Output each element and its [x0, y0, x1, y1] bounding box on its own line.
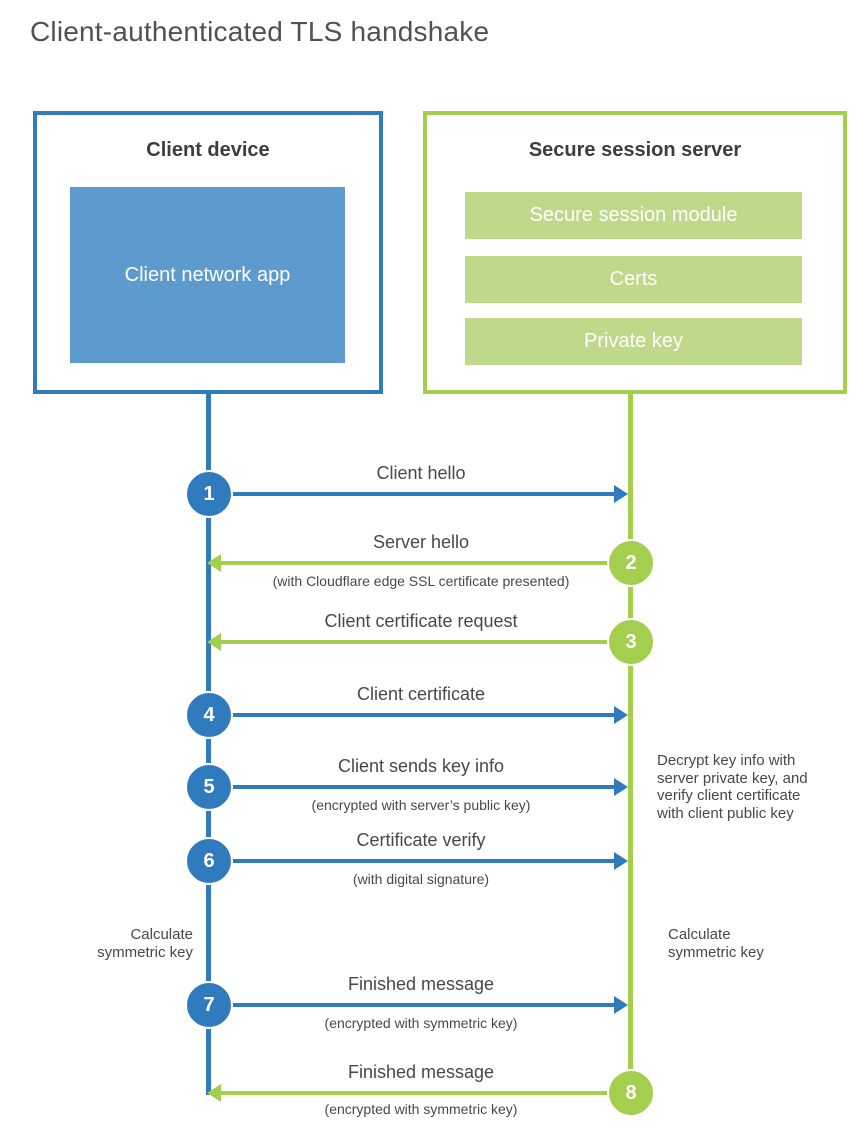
message-sublabel: (encrypted with symmetric key) [324, 1101, 518, 1117]
step-number: 1 [203, 482, 215, 505]
message-label: Client hello [376, 463, 466, 483]
message-label: Certificate verify [356, 830, 486, 850]
message-sublabel: (with Cloudflare edge SSL certificate pr… [272, 573, 570, 589]
message-arrow-line [211, 859, 616, 863]
message-arrow-line [221, 640, 628, 644]
message-label: Client certificate request [324, 611, 518, 631]
arrowhead-left-icon [207, 633, 221, 651]
message-label: Finished message [347, 974, 495, 994]
message-label: Client certificate [356, 684, 486, 704]
step-number: 8 [625, 1081, 637, 1104]
step-number: 5 [203, 775, 215, 798]
message-arrow-line [211, 713, 616, 717]
message-sublabel: (encrypted with server’s public key) [311, 797, 531, 813]
server-module-bar: Secure session module [465, 192, 802, 239]
page-title: Client-authenticated TLS handshake [30, 16, 490, 47]
message-label: Client sends key info [337, 756, 505, 776]
message-label: Finished message [347, 1062, 495, 1082]
step-circle-7: 7 [185, 981, 233, 1029]
arrowhead-right-icon [614, 852, 628, 870]
message-sublabel: (with digital signature) [352, 871, 490, 887]
step-circle-2: 2 [607, 539, 655, 587]
message-arrow-line [221, 561, 628, 565]
arrowhead-right-icon [614, 485, 628, 503]
step-circle-5: 5 [185, 763, 233, 811]
server-private-key-bar: Private key [465, 318, 802, 365]
step-number: 2 [625, 551, 637, 574]
message-arrow-line [211, 1003, 616, 1007]
server-box-title: Secure session server [528, 139, 742, 161]
arrowhead-right-icon [614, 996, 628, 1014]
message-label: Server hello [372, 532, 470, 552]
step-circle-1: 1 [185, 470, 233, 518]
arrowhead-right-icon [614, 706, 628, 724]
calc-symmetric-key-left: Calculate symmetric key [97, 926, 193, 961]
arrowhead-left-icon [207, 554, 221, 572]
message-arrow-line [221, 1091, 628, 1095]
arrowhead-left-icon [207, 1084, 221, 1102]
client-network-app-label: Client network app [124, 264, 291, 286]
step-number: 6 [203, 849, 215, 872]
step-circle-6: 6 [185, 837, 233, 885]
server-private-key-label: Private key [584, 330, 683, 352]
message-arrow-line [211, 492, 616, 496]
step-number: 3 [625, 630, 637, 653]
step-circle-3: 3 [607, 618, 655, 666]
server-certs-bar: Certs [465, 256, 802, 303]
client-lifeline [206, 392, 211, 1095]
client-device-box: Client device Client network app [33, 111, 383, 394]
step-circle-8: 8 [607, 1069, 655, 1117]
client-device-title: Client device [146, 139, 270, 161]
server-box: Secure session server Secure session mod… [423, 111, 847, 394]
server-lifeline [628, 392, 633, 1100]
server-module-label: Secure session module [529, 204, 738, 226]
step-circle-4: 4 [185, 691, 233, 739]
client-network-app-box: Client network app [70, 187, 345, 363]
arrowhead-right-icon [614, 778, 628, 796]
server-certs-label: Certs [609, 268, 658, 290]
message-sublabel: (encrypted with symmetric key) [324, 1015, 518, 1031]
decrypt-note: Decrypt key info with server private key… [657, 752, 808, 822]
step-number: 4 [203, 703, 215, 726]
step-number: 7 [203, 993, 215, 1016]
calc-symmetric-key-right: Calculate symmetric key [668, 926, 764, 961]
message-arrow-line [211, 785, 616, 789]
